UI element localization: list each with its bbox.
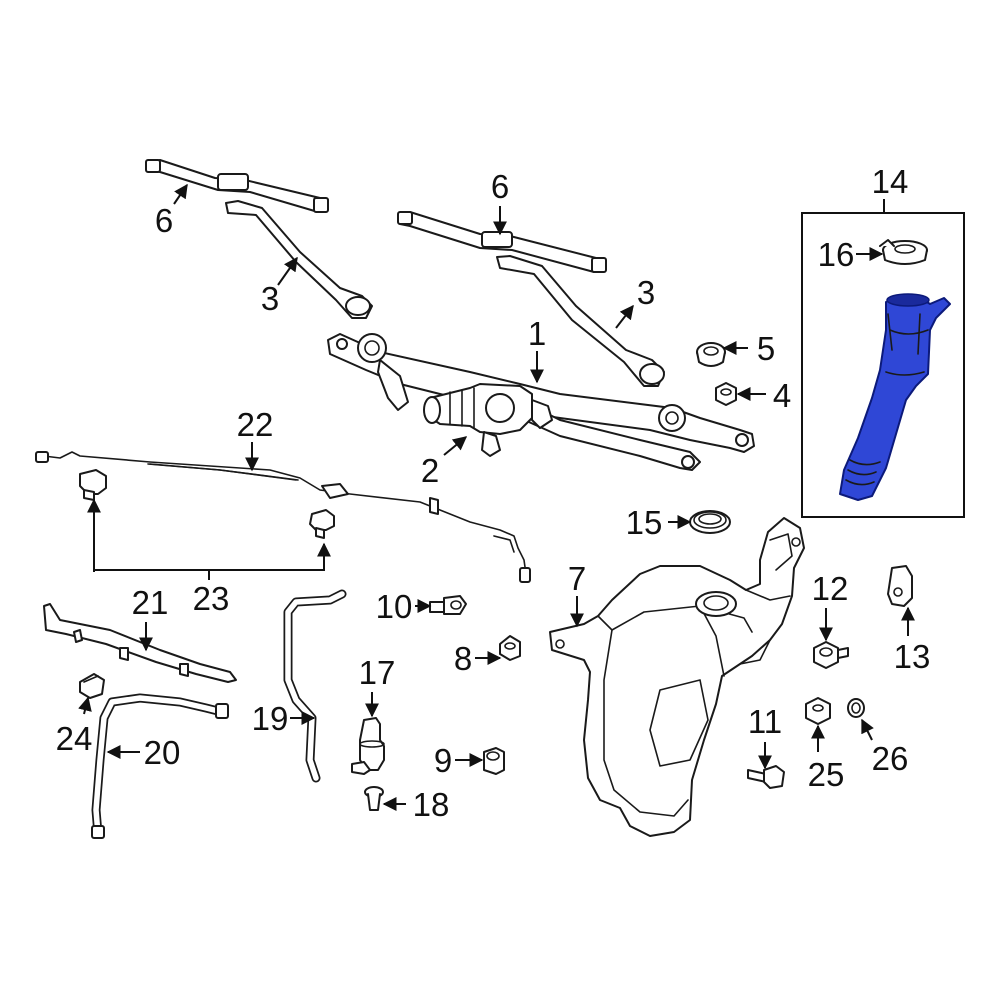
washer-nozzle-left	[79, 469, 107, 501]
callout-18: 18	[413, 786, 450, 823]
hex-nut	[715, 382, 737, 406]
washer-nozzle-right	[309, 509, 335, 539]
callout-7: 7	[568, 560, 586, 597]
callout-8: 8	[454, 640, 472, 677]
filler-neck	[839, 293, 951, 501]
reservoir-seal	[689, 510, 731, 534]
wiper-blade-right	[397, 211, 607, 273]
callout-20: 20	[144, 734, 181, 771]
callout-24: 24	[56, 720, 93, 757]
nut-12	[813, 641, 849, 669]
callout-15: 15	[626, 504, 663, 541]
callout-5: 5	[757, 330, 775, 367]
callout-14: 14	[872, 163, 909, 200]
callout-21: 21	[132, 584, 169, 621]
nut-8	[499, 635, 521, 661]
callout-22: 22	[237, 406, 274, 443]
callout-12: 12	[812, 570, 849, 607]
callout-17: 17	[359, 654, 396, 691]
hose-connector	[79, 673, 105, 699]
wiper-linkage	[327, 333, 755, 471]
washer-hose-front	[35, 451, 531, 583]
nut-25	[805, 697, 831, 725]
callout-16: 16	[818, 236, 855, 273]
callout-26: 26	[872, 740, 909, 777]
grommet-9	[483, 747, 505, 775]
callout-4: 4	[773, 377, 791, 414]
callout-1: 1	[528, 315, 546, 352]
callout-23: 23	[193, 580, 230, 617]
bolt-11	[747, 765, 785, 789]
callout-11: 11	[748, 703, 782, 740]
washer-tube	[283, 589, 347, 783]
callout-3-right: 3	[637, 274, 655, 311]
washer-pump	[351, 717, 385, 775]
wiper-arm-right	[496, 255, 665, 387]
grommet-18	[364, 786, 384, 811]
callout-9: 9	[434, 742, 452, 779]
wiper-arm-left	[225, 200, 373, 319]
wiper-blade-left	[145, 159, 329, 213]
callout-6-left: 6	[155, 202, 173, 239]
callout-25: 25	[808, 756, 845, 793]
washer-26	[847, 698, 865, 718]
callout-labels: 1 2 3 3 4 5 6 6 7 8 9 10 11 12 13 14 15 …	[56, 163, 931, 823]
filler-cap	[879, 239, 928, 265]
grommet-cap	[696, 342, 726, 367]
callout-10: 10	[376, 588, 413, 625]
callout-3-left: 3	[261, 280, 279, 317]
leader-lines	[78, 183, 915, 811]
wiper-motor	[423, 383, 553, 457]
washer-reservoir	[549, 517, 805, 837]
bolt-10	[429, 595, 467, 615]
rear-washer-hose	[91, 693, 229, 839]
callout-13: 13	[894, 638, 931, 675]
clip-13	[887, 565, 913, 607]
callout-6-right: 6	[491, 168, 509, 205]
callout-19: 19	[252, 700, 289, 737]
callout-2: 2	[421, 452, 439, 489]
